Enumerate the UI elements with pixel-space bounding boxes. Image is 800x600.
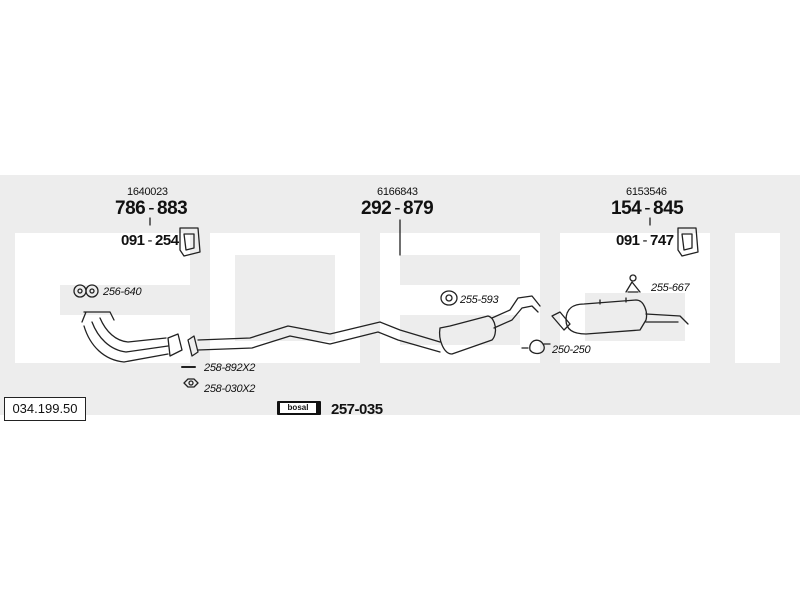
bracket-rear xyxy=(677,227,699,257)
rear-oe-number: 6153546 xyxy=(626,186,667,198)
rubber-hanger-rear xyxy=(625,274,641,293)
rear-rubber-mount-number: 255-667 xyxy=(651,282,690,294)
front-bracket-b: 254 xyxy=(155,232,179,249)
rubber-hanger-center xyxy=(440,290,458,306)
bolt-number: 258-892X2 xyxy=(204,362,256,374)
rear-bracket-number: 091-747 xyxy=(616,232,674,249)
rear-bracket-b: 747 xyxy=(650,232,674,249)
bosal-watermark xyxy=(15,233,780,363)
rubber-hanger-front xyxy=(73,284,99,298)
rear-part-number: 154-845 xyxy=(611,198,684,219)
center-part-number-a: 292 xyxy=(361,198,392,219)
rear-bracket-a: 091 xyxy=(616,232,640,249)
front-oe-number: 1640023 xyxy=(127,186,168,198)
front-part-number: 786-883 xyxy=(115,198,188,219)
center-part-number: 292-879 xyxy=(361,198,434,219)
front-part-number-b: 883 xyxy=(157,198,188,219)
front-downpipe xyxy=(81,311,183,363)
nut-number: 258-030X2 xyxy=(204,383,256,395)
flange-gasket xyxy=(187,335,199,357)
center-rubber-mount-number: 255-593 xyxy=(460,294,499,306)
center-pipe xyxy=(197,295,541,355)
bracket-front xyxy=(179,227,201,257)
rear-part-number-a: 154 xyxy=(611,198,642,219)
front-bracket-number: 091-254 xyxy=(121,232,179,249)
center-part-number-b: 879 xyxy=(403,198,434,219)
rear-silencer xyxy=(551,297,689,335)
assembly-reference-number: 034.199.50 xyxy=(4,397,86,421)
mounting-kit-number: 257-035 xyxy=(331,401,383,418)
bosal-logo-badge: bosal xyxy=(277,401,321,415)
clamp-number: 250-250 xyxy=(552,344,591,356)
bosal-logo-text: bosal xyxy=(280,403,316,413)
center-oe-number: 6166843 xyxy=(377,186,418,198)
nut xyxy=(183,378,199,388)
clamp xyxy=(521,339,551,355)
rear-part-number-b: 845 xyxy=(653,198,684,219)
front-part-number-a: 786 xyxy=(115,198,146,219)
front-bracket-a: 091 xyxy=(121,232,145,249)
front-rubber-mount-number: 256-640 xyxy=(103,286,142,298)
